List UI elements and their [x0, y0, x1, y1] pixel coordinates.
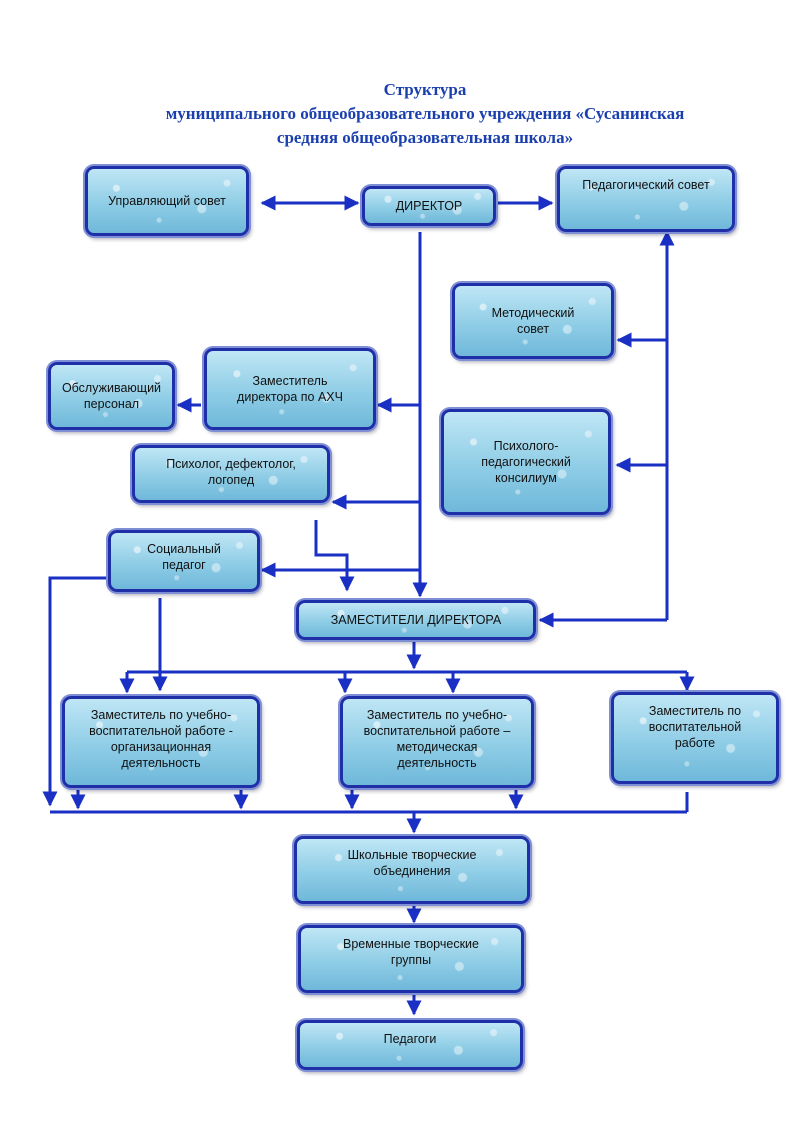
service-staff-label: Обслуживающий персонал [61, 381, 162, 411]
director-label: ДИРЕКТОР [395, 199, 463, 213]
deputy-method-label: Заместитель по учебно- воспитательной ра… [363, 708, 511, 770]
director-box: ДИРЕКТОР [362, 186, 496, 226]
temp-groups-label: Временные творческие группы [343, 937, 479, 967]
managing-council-box: Управляющий совет [85, 166, 249, 236]
deputy-org-box: Заместитель по учебно- воспитательной ра… [62, 696, 260, 788]
title-line-2: муниципального общеобразовательного учре… [165, 104, 685, 123]
service-staff-box: Обслуживающий персонал [48, 362, 175, 430]
pedagogical-council-box: Педагогический совет [557, 166, 735, 232]
deputy-org-label: Заместитель по учебно- воспитательной ра… [89, 708, 233, 770]
deputy-ahch-box: Заместитель директора по АХЧ [204, 348, 376, 430]
psych-council-box: Психолого- педагогический консилиум [441, 409, 611, 515]
deputy-edu-box: Заместитель по воспитательной работе [611, 692, 779, 784]
teachers-box: Педагоги [297, 1020, 523, 1070]
social-pedagogue-box: Социальный педагог [108, 530, 260, 592]
social-pedagogue-label: Социальный педагог [147, 542, 221, 572]
psychologist-box: Психолог, дефектолог, логопед [132, 445, 330, 503]
pedagogical-council-label: Педагогический совет [582, 178, 710, 192]
deputies-label: ЗАМЕСТИТЕЛИ ДИРЕКТОРА [330, 613, 502, 627]
title-line-3: средняя общеобразовательная школа» [276, 128, 574, 147]
deputy-edu-label: Заместитель по воспитательной работе [648, 704, 742, 750]
deputies-box: ЗАМЕСТИТЕЛИ ДИРЕКТОРА [296, 600, 536, 640]
teachers-label: Педагоги [383, 1032, 437, 1046]
psychologist-label: Психолог, дефектолог, логопед [166, 457, 296, 487]
creative-unions-label: Школьные творческие объединения [347, 848, 477, 878]
methodical-council-box: Методический совет [452, 283, 614, 359]
temp-groups-box: Временные творческие группы [298, 925, 524, 993]
deputy-ahch-label: Заместитель директора по АХЧ [237, 374, 343, 404]
managing-council-label: Управляющий совет [108, 194, 226, 208]
creative-unions-box: Школьные творческие объединения [294, 836, 530, 904]
methodical-council-label: Методический совет [491, 306, 575, 336]
title-line-1: Структура [383, 80, 467, 99]
deputy-method-box: Заместитель по учебно- воспитательной ра… [340, 696, 534, 788]
psych-council-label: Психолого- педагогический консилиум [481, 439, 571, 485]
